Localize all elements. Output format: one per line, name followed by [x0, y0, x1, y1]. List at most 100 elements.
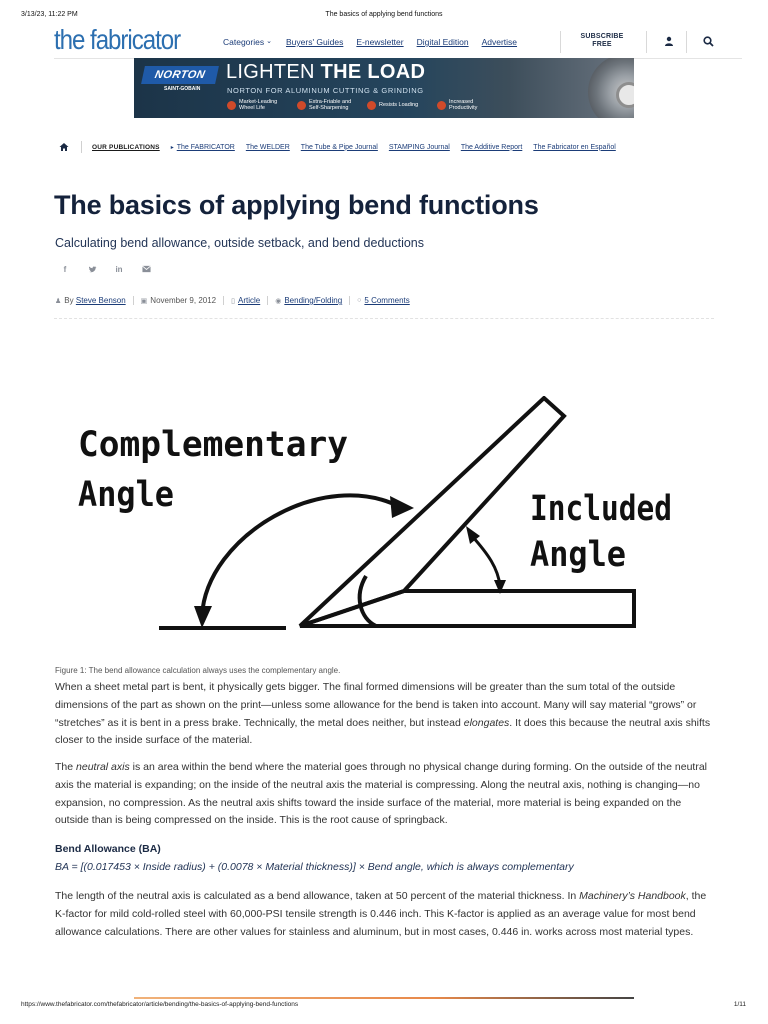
- next-image-preview: [134, 997, 634, 999]
- pub-link-tube-pipe[interactable]: The Tube & Pipe Journal: [300, 143, 378, 151]
- included-label-1: Included: [530, 489, 672, 529]
- feature-icon: [227, 100, 236, 110]
- meta-divider: [223, 296, 225, 305]
- author-link[interactable]: Steve Benson: [75, 296, 126, 305]
- feature-icon: [297, 100, 306, 110]
- nav-buyers-guides[interactable]: Buyers' Guides: [285, 37, 344, 47]
- print-page-number: 1/11: [733, 1001, 746, 1008]
- subscribe-free-label: FREE: [592, 41, 612, 48]
- site-logo[interactable]: the fabricator: [54, 24, 181, 55]
- emphasis-text: Machinery’s Handbook: [579, 890, 686, 902]
- paragraph: The length of the neutral axis is calcul…: [55, 888, 715, 941]
- header-divider: [646, 31, 647, 53]
- ad-feature-label: Extra-Friable and Self-Sharpening: [309, 99, 352, 111]
- ad-feature: Resists Loading: [367, 99, 425, 111]
- paragraph: When a sheet metal part is bent, it phys…: [55, 679, 715, 750]
- ad-headline-bold: THE LOAD: [320, 61, 426, 83]
- paragraph-text: . It does this because the neutral axis …: [55, 716, 711, 747]
- comments-icon: ○: [357, 297, 362, 304]
- article-subtitle: Calculating bend allowance, outside setb…: [55, 236, 425, 250]
- arrowhead-icon: [466, 526, 480, 544]
- meta-by: By: [64, 296, 74, 305]
- arrowhead-icon: [390, 496, 414, 518]
- calendar-icon: ▣: [140, 297, 148, 305]
- article-title: The basics of applying bend functions: [54, 190, 539, 220]
- paragraph-text: The length of the neutral axis is calcul…: [55, 890, 580, 902]
- ad-feature-label: Increased Productivity: [449, 99, 478, 111]
- pub-link-additive[interactable]: The Additive Report: [460, 143, 523, 151]
- ad-brand-sub: SAINT-GOBAIN: [164, 86, 201, 92]
- ad-banner[interactable]: NORTON SAINT-GOBAIN LIGHTEN THE LOAD NOR…: [134, 58, 634, 118]
- linkedin-icon[interactable]: in: [115, 264, 123, 274]
- ad-feature-label: Market-Leading Wheel Life: [239, 99, 278, 111]
- ad-tagline: NORTON FOR ALUMINUM CUTTING & GRINDING: [227, 86, 424, 95]
- pub-link-stamping[interactable]: STAMPING Journal: [388, 143, 450, 151]
- feature-icon: [367, 100, 376, 110]
- tag-icon: ◉: [275, 297, 282, 305]
- complementary-label-1: Complementary: [78, 425, 348, 465]
- figure-caption: Figure 1: The bend allowance calculation…: [55, 666, 341, 675]
- ad-feature: Extra-Friable and Self-Sharpening: [297, 99, 355, 111]
- header-divider: [686, 31, 687, 53]
- ad-features: Market-Leading Wheel Life Extra-Friable …: [227, 99, 507, 111]
- meta-divider: [267, 296, 269, 305]
- paragraph: The neutral axis is an area within the b…: [55, 759, 715, 830]
- category-link[interactable]: Bending/Folding: [284, 296, 343, 305]
- ad-headline-light: LIGHTEN: [226, 61, 321, 83]
- print-date: 3/13/23, 11:22 PM: [21, 11, 78, 18]
- ad-feature: Market-Leading Wheel Life: [227, 99, 285, 111]
- facebook-icon[interactable]: f: [63, 264, 67, 274]
- meta-rule: [54, 318, 714, 319]
- bend-allowance-formula: BA = [(0.017453 × Inside radius) + (0.00…: [55, 861, 574, 873]
- subscribe-label: SUBSCRIBE: [580, 33, 624, 40]
- active-arrow-icon: ▸: [170, 144, 174, 151]
- paragraph-text: The: [55, 761, 77, 773]
- nav-categories-label: Categories: [223, 37, 265, 47]
- publications-bar: OUR PUBLICATIONS ▸ The FABRICATOR The WE…: [54, 140, 714, 154]
- complementary-arc: [200, 493, 403, 617]
- bend-radius-arc: [357, 574, 378, 628]
- print-header: 3/13/23, 11:22 PM The basics of applying…: [0, 0, 768, 18]
- author-icon: ♟: [55, 297, 62, 305]
- included-arc: [470, 535, 502, 587]
- paragraph-text: When a sheet metal part is bent, it phys…: [55, 681, 697, 729]
- arrowhead-icon: [494, 580, 506, 594]
- arrowhead-icon: [194, 606, 212, 628]
- meta-divider: [132, 296, 134, 305]
- ad-brand-logo: NORTON: [141, 66, 219, 84]
- article-date: November 9, 2012: [150, 296, 217, 305]
- pub-link-fabricator[interactable]: The FABRICATOR: [176, 143, 235, 151]
- bent-flange-shape: [298, 396, 567, 628]
- nav-categories[interactable]: Categories⌄: [223, 37, 272, 47]
- subscribe-button[interactable]: SUBSCRIBE FREE: [576, 33, 628, 49]
- nav-advertise[interactable]: Advertise: [481, 37, 518, 47]
- emphasis-text: neutral axis: [76, 761, 130, 773]
- feature-icon: [437, 100, 446, 110]
- ad-headline: LIGHTEN THE LOAD: [226, 61, 425, 84]
- email-icon[interactable]: [141, 264, 151, 274]
- emphasis-text: elongates: [463, 716, 510, 729]
- nav-enewsletter[interactable]: E-newsletter: [356, 37, 404, 47]
- header-divider: [560, 31, 561, 53]
- print-title: The basics of applying bend functions: [325, 11, 443, 18]
- main-nav: Categories⌄ Buyers' Guides E-newsletter …: [223, 37, 530, 47]
- complementary-label-2: Angle: [78, 475, 174, 515]
- ad-feature: Increased Productivity: [437, 99, 495, 111]
- paragraph-text: is an area within the bend where the mat…: [55, 761, 707, 827]
- publications-label[interactable]: OUR PUBLICATIONS: [92, 143, 160, 151]
- nav-digital-edition[interactable]: Digital Edition: [416, 37, 469, 47]
- twitter-icon[interactable]: [87, 264, 97, 274]
- pub-link-espanol[interactable]: The Fabricator en Español: [533, 143, 616, 151]
- document-icon: ▯: [231, 297, 235, 305]
- article-meta: ♟ By Steve Benson ▣ November 9, 2012 ▯ A…: [55, 296, 410, 305]
- article-type-link[interactable]: Article: [237, 296, 261, 305]
- user-icon[interactable]: [664, 36, 674, 46]
- print-url: https://www.thefabricator.com/thefabrica…: [21, 1001, 299, 1008]
- home-icon[interactable]: [59, 142, 69, 152]
- comments-link[interactable]: 5 Comments: [364, 296, 410, 305]
- paragraph-text: , the K-factor for mild cold-rolled stee…: [55, 890, 707, 938]
- grinding-wheel-image: [588, 58, 634, 118]
- search-icon[interactable]: [703, 36, 714, 47]
- pub-link-welder[interactable]: The WELDER: [245, 143, 290, 151]
- included-label-2: Angle: [530, 535, 626, 575]
